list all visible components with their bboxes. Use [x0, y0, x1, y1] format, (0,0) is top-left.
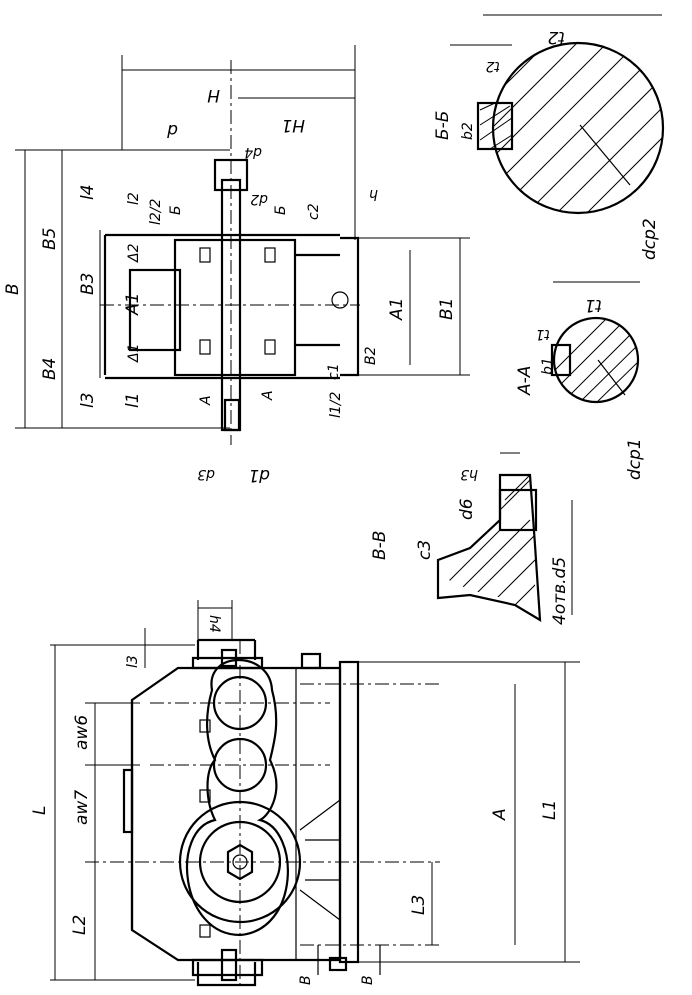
label-t1: t1	[536, 326, 550, 342]
hatch-vv	[439, 475, 535, 611]
label-B2: B2	[363, 346, 379, 365]
label-L2: L2	[70, 915, 90, 935]
label-h3: h3	[460, 466, 478, 482]
side-flange	[340, 236, 360, 377]
side-view: H H1 B B5 B4 B3 l4 l3 l2 l2/2 Б Δ2 Δ1 l1…	[3, 45, 470, 485]
label-section-left: В	[298, 975, 314, 985]
label-l2: l2	[126, 192, 142, 205]
label-t2-top: t2	[548, 27, 565, 47]
side-bolt-3	[264, 247, 276, 263]
section-aa: t1 t1 A-A b1 dср1	[515, 281, 645, 480]
housing-bolt-1	[199, 719, 211, 733]
label-A1: A1	[387, 298, 407, 321]
base-flange	[338, 660, 360, 964]
label-section-bb: Б-Б	[433, 111, 453, 140]
label-aw6: aw6	[72, 715, 92, 750]
label-l3: l3	[125, 655, 141, 668]
bolt-hole	[498, 488, 538, 532]
top-lug-loop	[196, 638, 257, 660]
bottom-lug-loop	[196, 962, 257, 987]
label-a-mark: A	[198, 395, 214, 406]
label-c2: c2	[306, 203, 322, 220]
label-B4: B4	[40, 358, 60, 380]
flange-bolt-bottom	[328, 956, 348, 972]
housing-outline	[130, 666, 342, 962]
label-L3: L3	[409, 895, 429, 915]
label-d6: d6	[457, 498, 477, 520]
label-l3-side: l3	[78, 392, 98, 408]
label-t2: t2	[486, 58, 500, 74]
side-bolt-hole	[331, 291, 349, 309]
leader-dsp1	[597, 359, 626, 396]
side-shaft-bottom	[223, 398, 241, 432]
inspection-plate	[122, 768, 134, 834]
ribs	[299, 799, 341, 921]
hatch-small	[554, 319, 638, 402]
label-aw7: aw7	[72, 790, 92, 825]
section-bb: t2 t2 Б-Б b2 dср2	[433, 14, 665, 260]
label-a1-side: A1	[123, 293, 143, 316]
label-d2: d2	[250, 191, 268, 207]
label-b-top: Б	[168, 205, 184, 215]
label-c1: c1	[326, 363, 342, 380]
label-L: L	[30, 806, 50, 815]
label-section-aa: A-A	[515, 366, 535, 396]
hatch-large	[493, 43, 663, 213]
label-h4: h4	[206, 615, 222, 633]
flange-section-outline	[436, 473, 542, 623]
label-d4: d4	[244, 144, 262, 160]
label-holes: 4отв.d5	[550, 557, 570, 625]
label-b2: b2	[460, 122, 476, 140]
shaft-section-small	[552, 316, 640, 404]
label-l4: l4	[78, 184, 98, 200]
side-gear-housing	[173, 238, 297, 377]
housing-bolt-2	[199, 789, 211, 803]
label-h: h	[369, 186, 378, 202]
label-H: H	[207, 85, 220, 105]
label-l1: l1	[123, 392, 143, 408]
label-B3: B3	[78, 273, 98, 295]
keyway-small	[550, 343, 572, 377]
side-bolt-4	[264, 339, 276, 355]
label-A: A	[490, 808, 510, 821]
flange-bolt-top	[300, 652, 322, 670]
leader-dsp2	[579, 124, 631, 186]
label-b-mark: Б	[273, 205, 289, 215]
label-c3: c3	[415, 540, 435, 560]
bottom-bolt	[220, 948, 238, 982]
label-d3: d3	[197, 466, 215, 482]
housing-bolt-3	[199, 924, 211, 938]
top-bolt	[220, 648, 238, 668]
label-d1: d1	[248, 465, 270, 485]
front-view: L L2 aw7 aw6 l3 h4 A L1 L3 В В	[30, 600, 580, 990]
side-bolt-1	[199, 247, 211, 263]
label-delta2: Δ2	[126, 243, 142, 263]
label-dsp1: dср1	[625, 438, 645, 480]
bottom-lug	[191, 958, 264, 977]
label-d-top: d	[167, 120, 178, 140]
key-hatch-large	[479, 102, 513, 150]
label-section-right: В	[360, 975, 376, 985]
label-l1-half: l1/2	[328, 391, 344, 418]
label-H1: H1	[281, 115, 305, 135]
side-motor-body	[128, 268, 182, 352]
label-B1: B1	[437, 298, 457, 320]
top-lug	[191, 656, 264, 670]
label-l2-half: l2/2	[148, 198, 164, 225]
bearing-bosses	[185, 659, 289, 937]
label-dsp2: dср2	[640, 218, 660, 260]
label-b1: b1	[540, 357, 556, 375]
side-bolt-2	[199, 339, 211, 355]
label-B: B	[3, 283, 23, 295]
section-vv: h3 d6 c3 4отв.d5 В-В	[370, 452, 573, 625]
label-B5: B5	[40, 228, 60, 250]
label-section-vv: В-В	[370, 531, 390, 560]
label-L1: L1	[540, 800, 560, 820]
label-t1-top: t1	[585, 295, 602, 315]
shaft-section-large	[491, 41, 665, 215]
label-a-mark2: A	[260, 390, 276, 401]
label-delta1: Δ1	[126, 344, 142, 363]
